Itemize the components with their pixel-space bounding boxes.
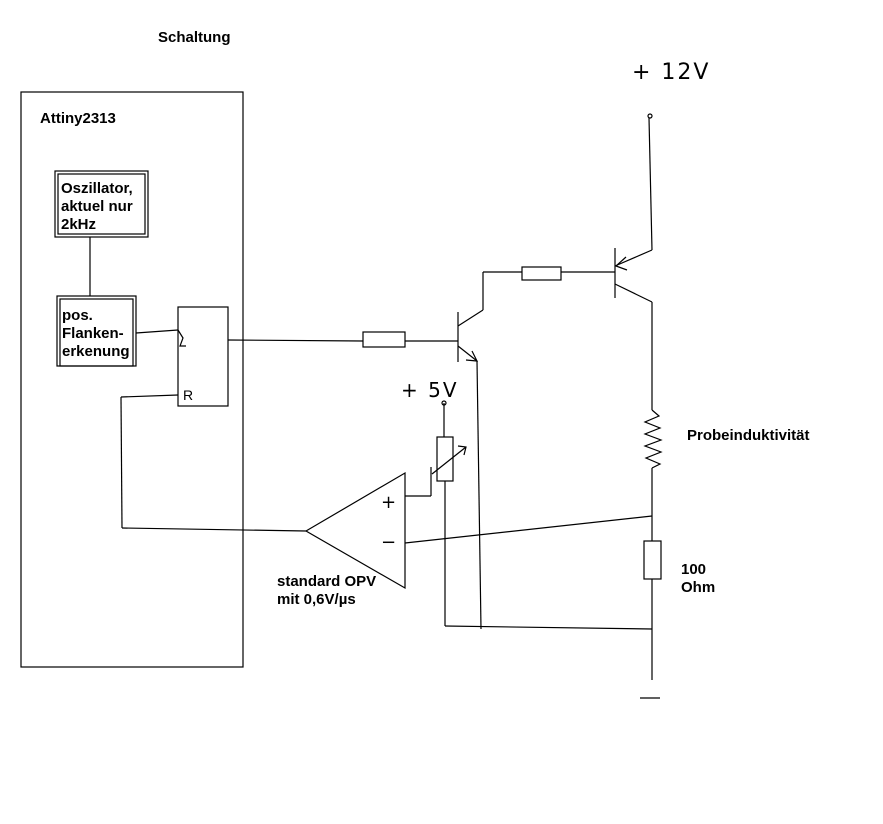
mcu-label: Attiny2313 <box>40 110 116 127</box>
base-resistor <box>362 331 406 348</box>
diagram-title: Schaltung <box>158 29 231 46</box>
pnp-base-resistor <box>521 266 562 281</box>
flipflop-block <box>177 306 229 407</box>
oscillator-label: Oszillator, aktuel nur 2kHz <box>61 180 133 233</box>
shunt-resistor <box>643 540 662 580</box>
mcu-box <box>20 91 244 668</box>
edge-detect-label: pos. Flanken- erkenung <box>62 307 130 360</box>
opamp-plus-sign: + <box>381 492 397 513</box>
opamp <box>304 471 406 590</box>
opamp-label: standard OPV mit 0,6V/µs <box>277 573 377 608</box>
supply-5v-label: + 5V <box>401 378 459 402</box>
inductor <box>643 409 663 469</box>
oscillator-block <box>54 170 149 238</box>
supply-12v-label: + 12V <box>632 60 711 85</box>
opamp-minus-sign: − <box>381 532 397 553</box>
flipflop-r-label: R <box>183 387 194 403</box>
inductor-label: Probeinduktivität <box>687 427 810 444</box>
resistor-label: 100 Ohm <box>681 561 716 596</box>
